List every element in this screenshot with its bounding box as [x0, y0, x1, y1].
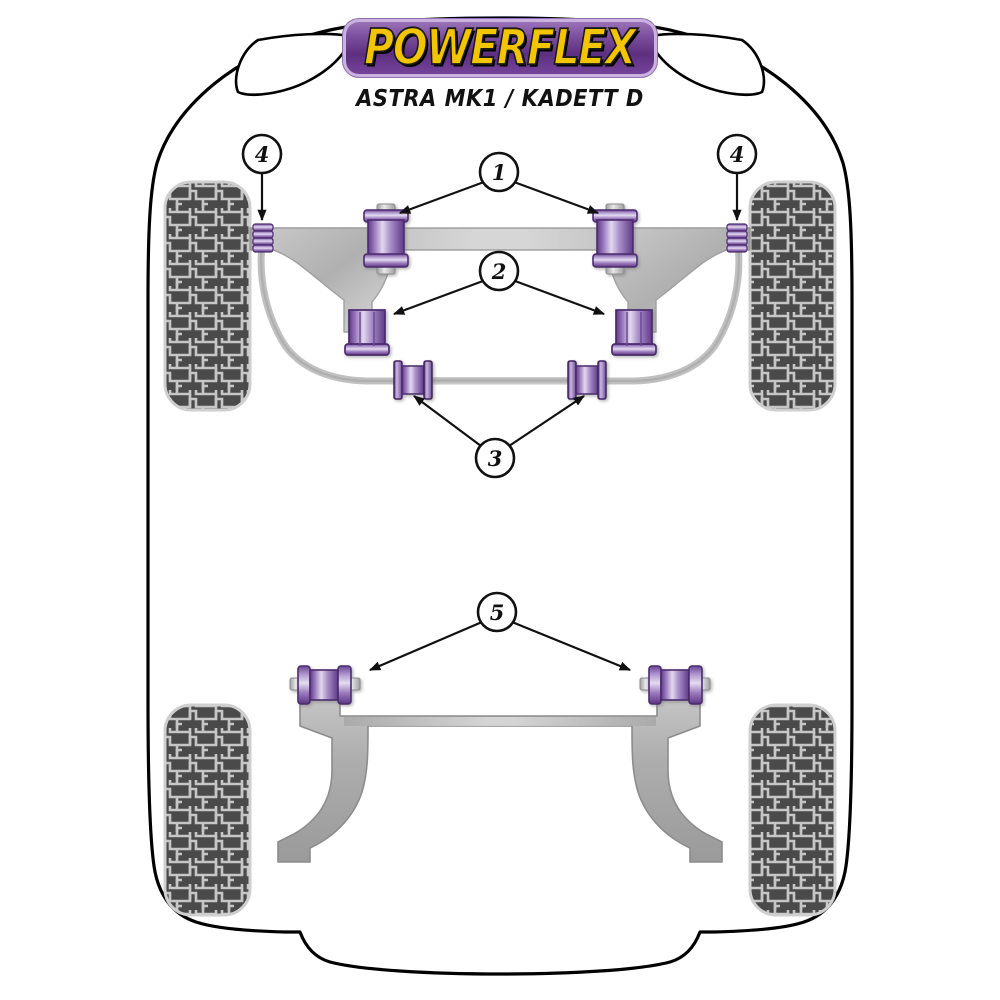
bush-wishbone-rear-right — [611, 309, 657, 356]
bush-subframe-mount-right — [726, 223, 748, 253]
leader-2-right — [514, 279, 606, 316]
arb-centre-section — [412, 377, 588, 384]
callout-4-left-label: 4 — [255, 142, 270, 167]
leader-5-right — [511, 620, 632, 672]
rear-beam-centre-highlight — [344, 717, 656, 726]
right-mirror-shape — [650, 32, 766, 96]
front-left-tyre — [163, 180, 252, 412]
front-right-tyre — [748, 180, 837, 412]
bush-rear-beam-left — [289, 665, 361, 705]
left-mirror-shape — [234, 32, 350, 96]
bush-wishbone-front-right — [592, 203, 638, 275]
bush-arb-right — [567, 360, 607, 400]
callout-markers: 1 2 3 4 4 5 — [241, 133, 758, 633]
leader-1-right — [513, 180, 600, 215]
leader-2-left — [392, 279, 484, 316]
bush-wishbone-front-left — [363, 203, 409, 275]
leader-3-right — [508, 395, 585, 447]
tyres — [163, 180, 837, 917]
leader-3-left — [413, 395, 482, 447]
callout-4-left[interactable]: 4 — [241, 133, 283, 175]
callout-1-label: 1 — [492, 160, 507, 185]
bush-subframe-mount-left — [252, 223, 274, 253]
callout-3-label: 3 — [488, 446, 503, 471]
brand-logo-block: POWERFLEX ASTRA MK1 / KADETT D — [330, 22, 670, 112]
rear-left-tyre — [163, 703, 252, 917]
bush-wishbone-rear-left — [344, 309, 390, 356]
callout-5-label: 5 — [490, 600, 505, 625]
rear-axle-assembly — [277, 687, 723, 863]
callout-leaders — [257, 173, 742, 672]
powerflex-wordmark: POWERFLEX — [364, 19, 638, 77]
callout-4-right-label: 4 — [730, 142, 745, 167]
powerflex-logo-plate: POWERFLEX — [346, 22, 654, 74]
bush-rear-beam-right — [639, 665, 711, 705]
callout-2[interactable]: 2 — [478, 250, 520, 292]
leader-5-left — [368, 620, 483, 672]
leader-1-left — [398, 180, 485, 215]
callout-3[interactable]: 3 — [474, 437, 516, 479]
callout-2-label: 2 — [491, 259, 507, 284]
bush-arb-left — [393, 360, 433, 400]
vehicle-model-subtitle: ASTRA MK1 / KADETT D — [356, 84, 644, 112]
callout-1[interactable]: 1 — [478, 151, 520, 193]
callout-4-right[interactable]: 4 — [716, 133, 758, 175]
rear-right-tyre — [748, 703, 837, 917]
callout-5[interactable]: 5 — [476, 591, 518, 633]
